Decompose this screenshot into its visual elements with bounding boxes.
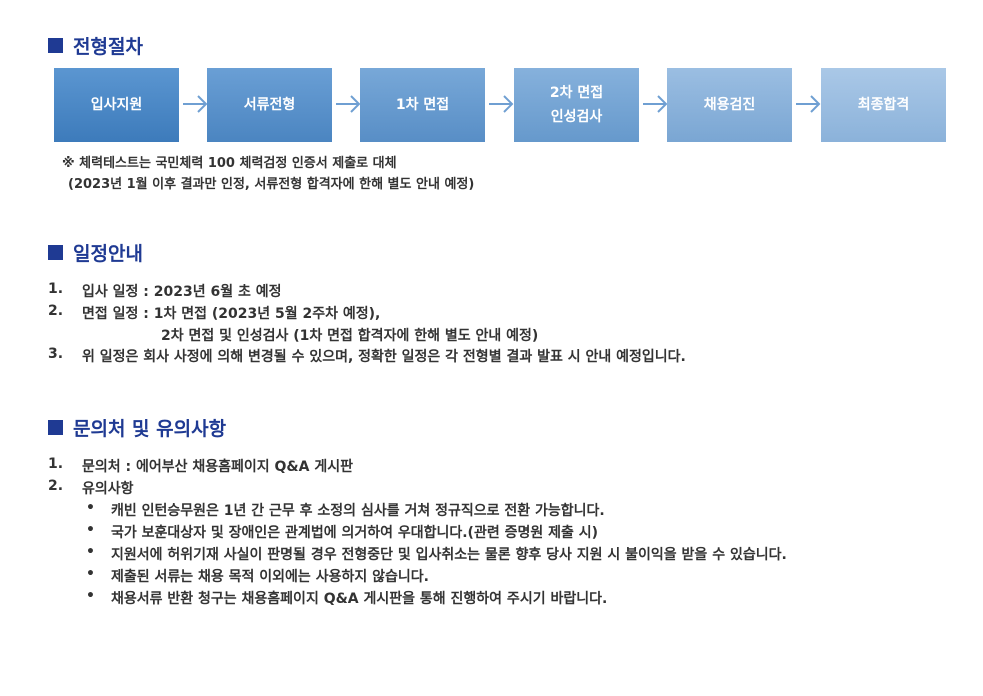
bullet-text: 제출된 서류는 채용 목적 이외에는 사용하지 않습니다. (111, 569, 429, 585)
square-icon (48, 38, 63, 53)
section-title-contact: 문의처 및 유의사항 (48, 414, 226, 441)
title-text: 일정안내 (73, 243, 143, 265)
step-label: 1차 면접 (395, 97, 450, 113)
step-label: 인성검사 (550, 109, 603, 125)
note-line-1: ※ 체력테스트는 국민체력 100 체력검정 인증서 제출로 대체 (62, 156, 397, 171)
process-step-6: 최종합격 (821, 68, 946, 142)
process-step-1: 입사지원 (54, 68, 179, 142)
step-label: 서류전형 (243, 97, 296, 113)
item-text: 면접 일정 : 1차 면접 (2023년 5월 2주차 예정), (82, 306, 381, 322)
step-label: 최종합격 (857, 97, 910, 113)
step-label: 2차 면접 (549, 85, 604, 101)
arrow-right-icon (183, 95, 208, 113)
item-text: 문의처 : 에어부산 채용홈페이지 Q&A 게시판 (82, 459, 353, 475)
item-number: 1. (48, 281, 64, 297)
step-label: 입사지원 (90, 97, 143, 113)
schedule-item-2-continued: 2차 면접 및 인성검사 (1차 면접 합격자에 한해 별도 안내 예정) (161, 328, 539, 344)
bullet-text: 캐빈 인턴승무원은 1년 간 근무 후 소정의 심사를 거쳐 정규직으로 전환 … (111, 503, 605, 519)
bullet-icon: • (86, 566, 95, 582)
process-step-5: 채용검진 (667, 68, 792, 142)
arrow-right-icon (336, 95, 361, 113)
square-icon (48, 245, 63, 260)
item-number: 2. (48, 303, 64, 319)
arrow-right-icon (489, 95, 514, 113)
bullet-text: 국가 보훈대상자 및 장애인은 관계법에 의거하여 우대합니다.(관련 증명원 … (111, 525, 599, 541)
bullet-text: 지원서에 허위기재 사실이 판명될 경우 전형중단 및 입사취소는 물론 향후 … (111, 547, 787, 563)
item-number: 3. (48, 346, 64, 362)
note-line-2: (2023년 1월 이후 결과만 인정, 서류전형 합격자에 한해 별도 안내 … (68, 177, 475, 192)
title-text: 전형절차 (73, 36, 143, 58)
bullet-icon: • (86, 522, 95, 538)
bullet-icon: • (86, 500, 95, 516)
section-title-process: 전형절차 (48, 32, 143, 59)
bullet-text: 채용서류 반환 청구는 채용홈페이지 Q&A 게시판을 통해 진행하여 주시기 … (111, 591, 608, 607)
step-label: 채용검진 (703, 97, 756, 113)
bullet-icon: • (86, 588, 95, 604)
arrow-right-icon (643, 95, 668, 113)
bullet-icon: • (86, 544, 95, 560)
item-text: 유의사항 (82, 481, 134, 497)
process-step-3: 1차 면접 (360, 68, 485, 142)
title-text: 문의처 및 유의사항 (73, 418, 227, 440)
item-number: 2. (48, 478, 64, 494)
item-text: 입사 일정 : 2023년 6월 초 예정 (82, 284, 282, 300)
square-icon (48, 420, 63, 435)
item-text: 위 일정은 회사 사정에 의해 변경될 수 있으며, 정확한 일정은 각 전형별… (82, 349, 686, 365)
process-step-2: 서류전형 (207, 68, 332, 142)
arrow-right-icon (796, 95, 821, 113)
section-title-schedule: 일정안내 (48, 239, 143, 266)
item-number: 1. (48, 456, 64, 472)
